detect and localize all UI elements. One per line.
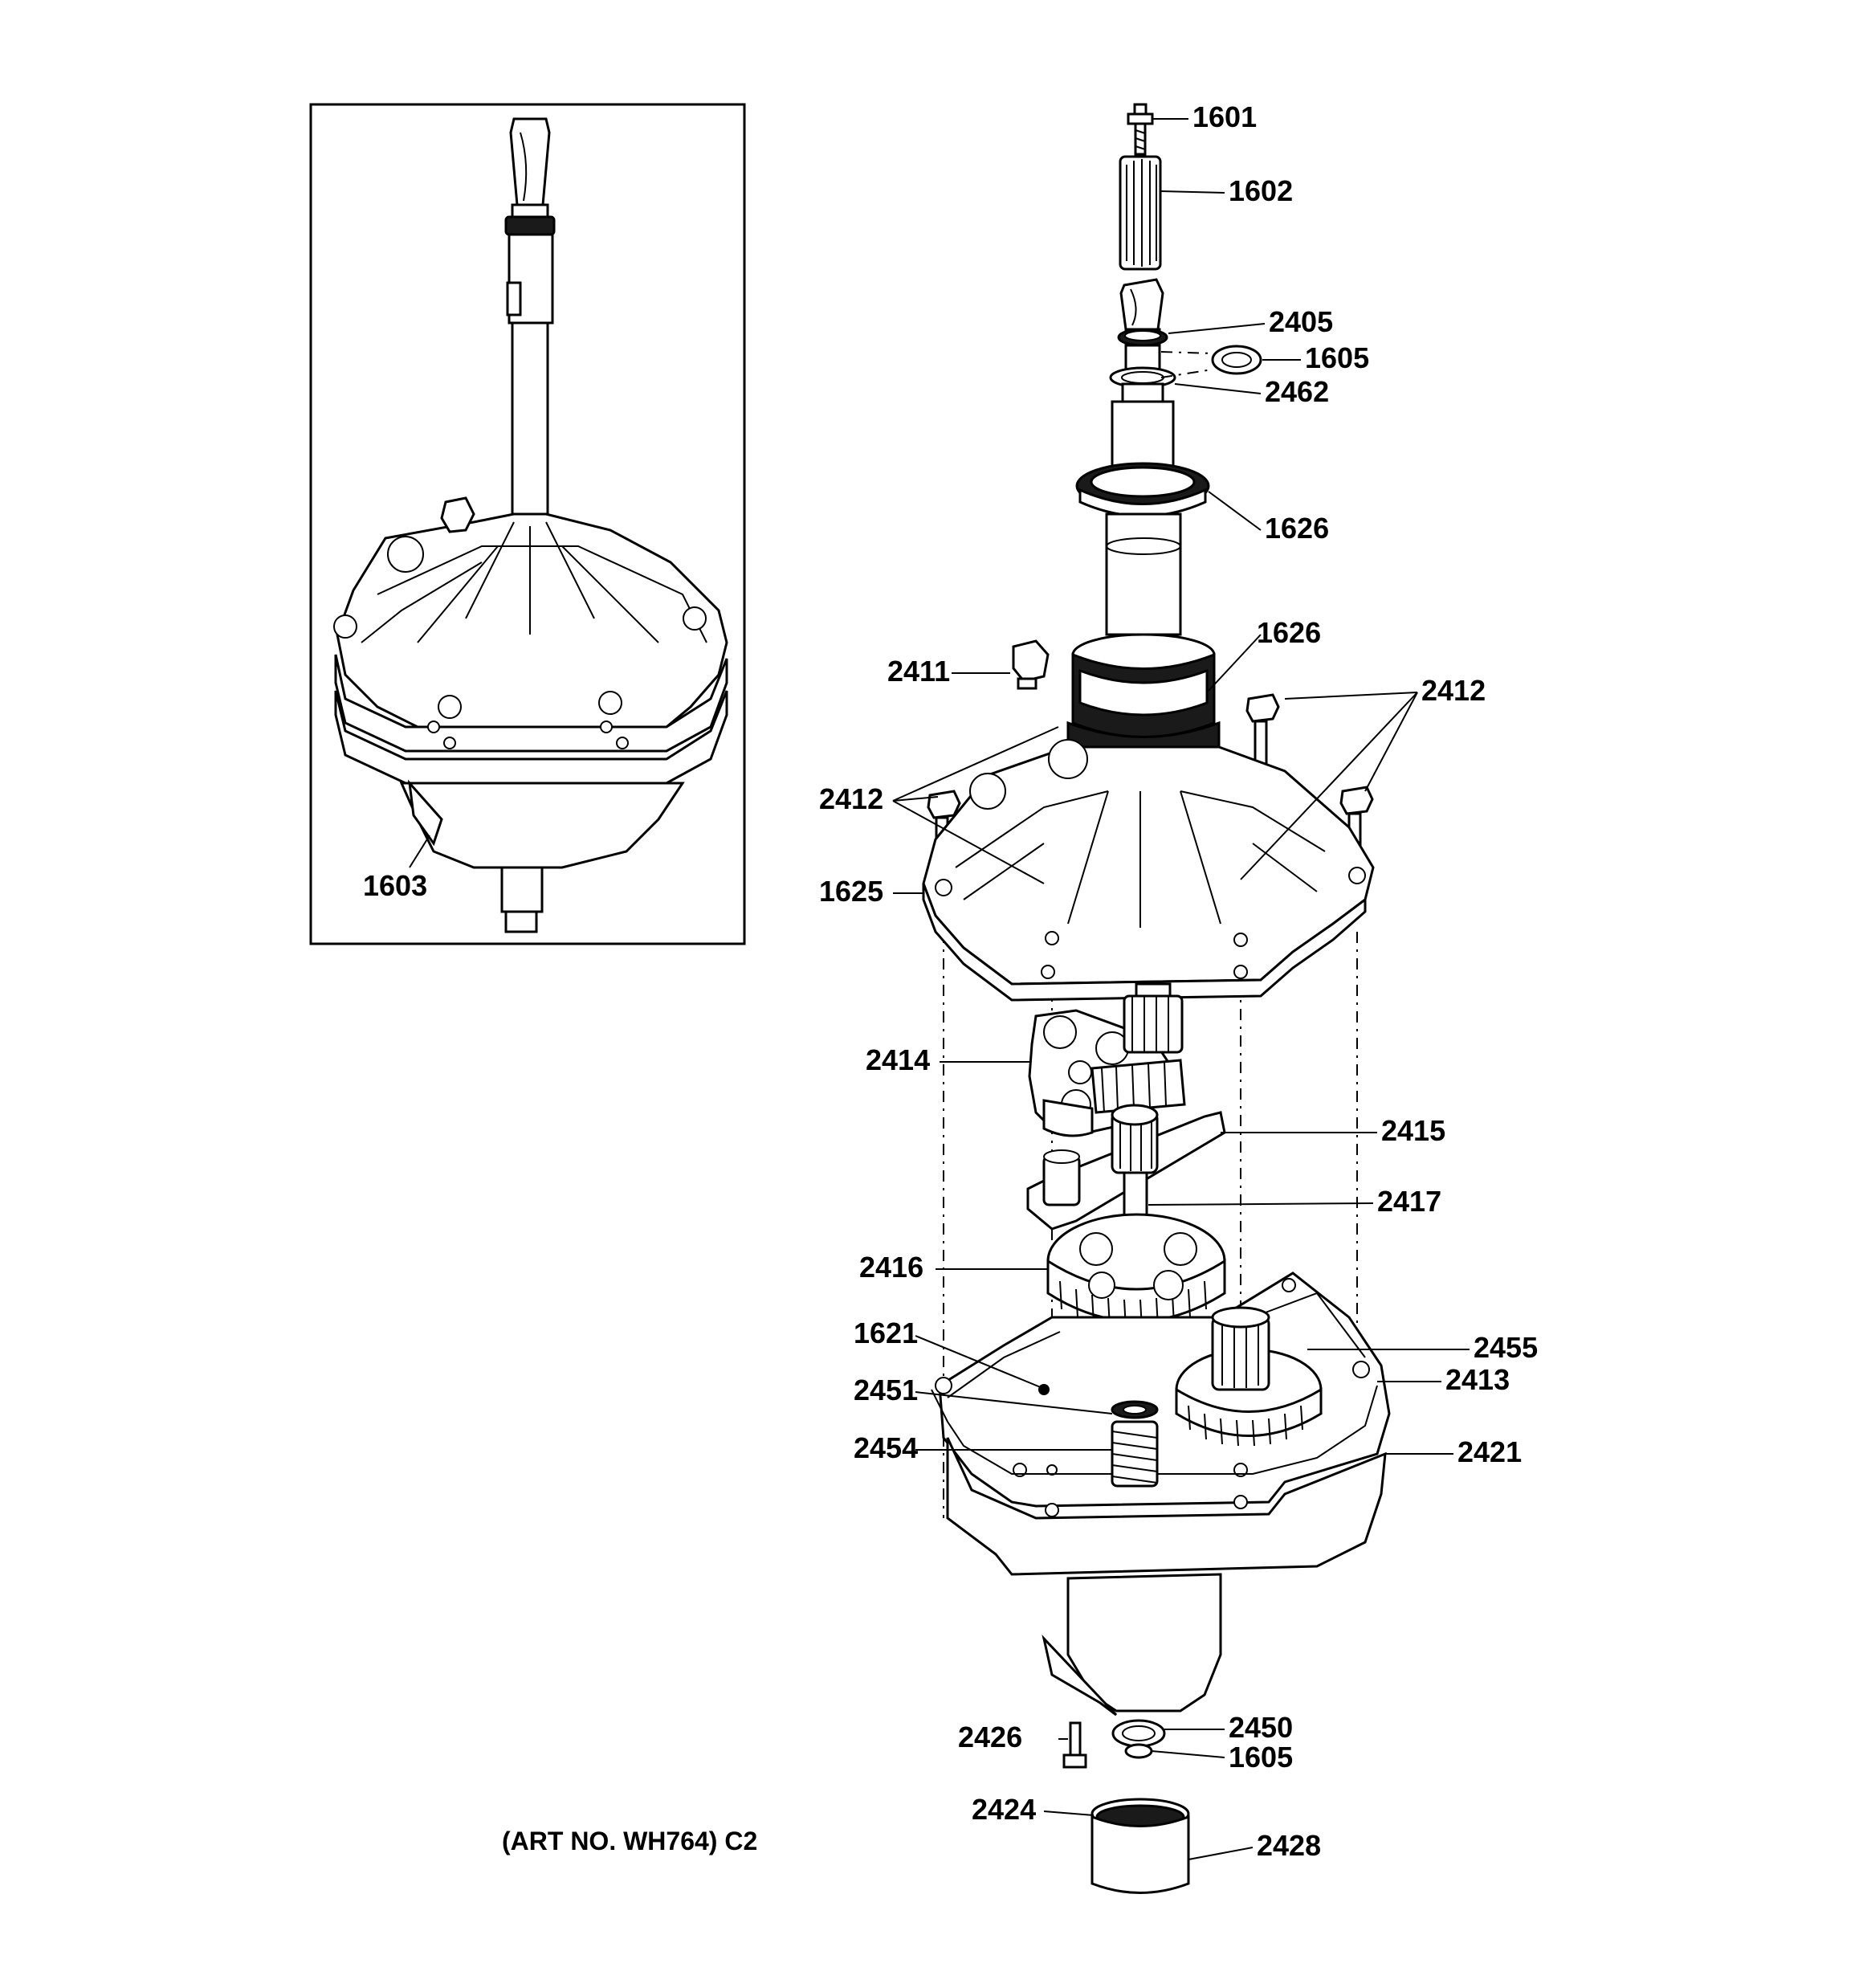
callout-2426: 2426 [958,1721,1022,1753]
callout-2451: 2451 [854,1374,918,1406]
callout-1605-upper: 1605 [1305,341,1369,374]
inset-frame [309,103,746,945]
inset-housing [333,496,728,933]
part-1601-screw [1127,103,1154,156]
callout-1625: 1625 [819,875,883,908]
callout-1602: 1602 [1229,174,1293,207]
callout-1601: 1601 [1192,100,1257,133]
callout-2421: 2421 [1457,1435,1522,1468]
callout-2412-right: 2412 [1421,674,1486,707]
callout-2412-left: 2412 [819,782,883,815]
part-2428-bushing [1090,1798,1190,1894]
callout-2411: 2411 [887,655,950,688]
callout-2428: 2428 [1257,1829,1321,1862]
part-2421-gearcase [931,1272,1391,1717]
callout-2415: 2415 [1381,1114,1445,1147]
callout-2417: 2417 [1377,1185,1441,1218]
callout-1605-lower: 1605 [1229,1741,1293,1774]
callout-2450: 2450 [1229,1711,1293,1744]
part-2411-vent-plug [1012,639,1050,690]
main-exploded-view: 1601 1602 2405 1605 2462 1626 1626 2411 … [819,100,1538,1894]
part-1621-marker [1038,1384,1050,1395]
inset-leader-line [409,835,430,868]
agitator-shaft [1066,278,1221,762]
part-2455-gear [1175,1306,1323,1447]
part-2426-bolt [1062,1721,1087,1769]
part-1602-coupling [1119,155,1162,271]
inset-shaft [504,117,556,524]
callout-2454: 2454 [854,1431,918,1464]
callout-2414: 2414 [866,1043,930,1076]
callout-1621: 1621 [854,1316,918,1349]
part-1605-clip-lower [1124,1743,1153,1759]
inset-label: 1603 [363,869,427,902]
part-2451-2454-spring [1111,1400,1159,1488]
callout-2405: 2405 [1269,305,1333,338]
part-2416-large-gear [1046,1213,1226,1329]
callout-1626-upper: 1626 [1265,512,1329,545]
callout-1626-lower: 1626 [1257,616,1321,649]
inset-assembled-transmission: 1603 [309,103,746,945]
callout-2462: 2462 [1265,375,1329,408]
callout-2455: 2455 [1474,1331,1538,1364]
part-1605-clip-upper [1160,345,1262,378]
part-1625-transmission-cover [922,739,1375,1002]
callout-2424: 2424 [972,1793,1036,1826]
art-number-caption: (ART NO. WH764) C2 [502,1827,757,1855]
leader-lines [892,118,1470,1860]
part-2450-seal [1111,1719,1166,1748]
part-2414-gear-carrier [1028,994,1186,1137]
callout-2413: 2413 [1445,1363,1510,1396]
callout-2416: 2416 [859,1251,923,1284]
